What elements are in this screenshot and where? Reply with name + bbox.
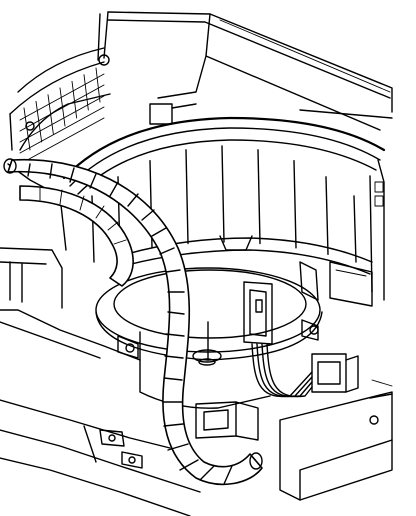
- housing-clip: [374, 181, 384, 193]
- grille-bar: [59, 87, 66, 127]
- harness-wire: [251, 343, 313, 398]
- hose-rib: [113, 239, 127, 245]
- blower-blade: [221, 145, 225, 243]
- hose-rib: [89, 173, 97, 189]
- hose-end-icon: [3, 158, 17, 174]
- grille-bar: [19, 95, 105, 143]
- hose-rib: [179, 459, 199, 471]
- hose-rib: [27, 163, 31, 177]
- motor-electrical-connector: [243, 281, 359, 398]
- grille-bar: [83, 74, 89, 111]
- fastener-icon: [369, 415, 379, 425]
- blower-motor: [95, 235, 373, 409]
- hose-rib: [127, 193, 139, 207]
- hose-rib: [223, 465, 233, 485]
- fastener-icon: [128, 456, 136, 464]
- grille-bar: [19, 117, 105, 165]
- blower-blade: [325, 176, 329, 256]
- mount-screw-icon: [125, 343, 135, 353]
- grille-fastener-icon: [98, 54, 110, 66]
- hose-rib: [167, 443, 189, 451]
- hose-rib: [59, 189, 63, 205]
- fastener-icon: [108, 434, 116, 442]
- hose-rib: [167, 311, 185, 315]
- air-inlet-grille: [9, 47, 111, 165]
- harness-wire: [266, 343, 313, 398]
- grille-bar: [19, 106, 105, 154]
- hose-rib: [79, 195, 85, 211]
- upper-housing: [97, 11, 393, 131]
- grille-bar: [35, 100, 43, 143]
- grille-fastener-icon: [25, 121, 35, 131]
- blower-blade: [353, 195, 357, 263]
- blower-blade: [257, 149, 261, 245]
- hose-rib: [164, 355, 184, 359]
- hose-rib: [163, 423, 184, 427]
- hose-rib: [69, 167, 75, 183]
- hose-rib: [165, 333, 185, 337]
- flexible-air-hose: [3, 158, 263, 486]
- hose-rib: [141, 209, 155, 221]
- hose-rib: [49, 163, 53, 179]
- blower-blade: [185, 149, 189, 245]
- grille-bar: [19, 84, 105, 132]
- grille-bar: [19, 73, 105, 121]
- hose-rib: [109, 181, 119, 197]
- hose-rib: [165, 269, 181, 273]
- hose-rib: [199, 465, 215, 481]
- hose-rib: [163, 377, 183, 381]
- blower-blade: [293, 159, 297, 249]
- hose-rib: [107, 221, 119, 231]
- grille-bar: [95, 67, 101, 103]
- housing-clip: [374, 195, 384, 207]
- hose-rib: [95, 205, 105, 219]
- hose-end-icon: [249, 452, 263, 470]
- hose-rib: [159, 247, 175, 255]
- hose-rib: [151, 227, 167, 237]
